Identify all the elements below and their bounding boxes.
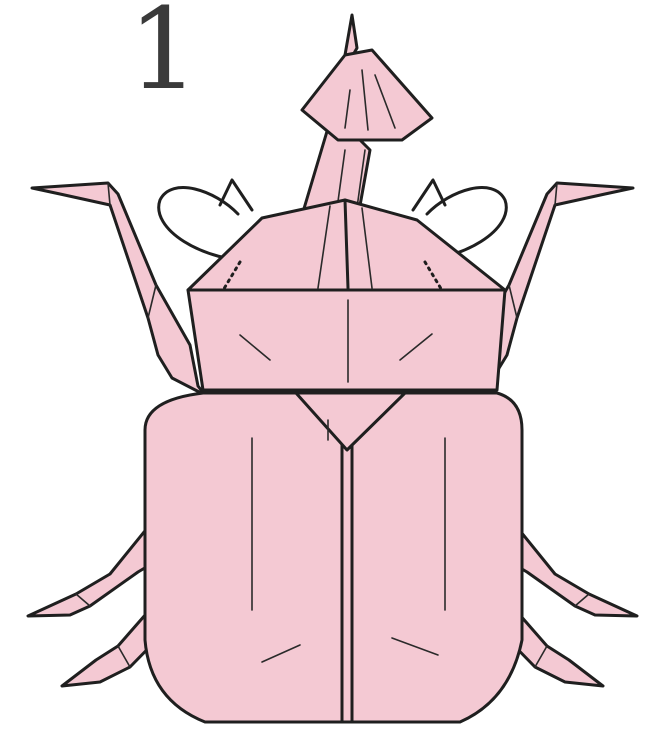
left-front-leg bbox=[32, 183, 205, 395]
pronotum bbox=[188, 200, 505, 390]
elytra bbox=[145, 393, 522, 722]
horn-tip bbox=[302, 15, 432, 140]
